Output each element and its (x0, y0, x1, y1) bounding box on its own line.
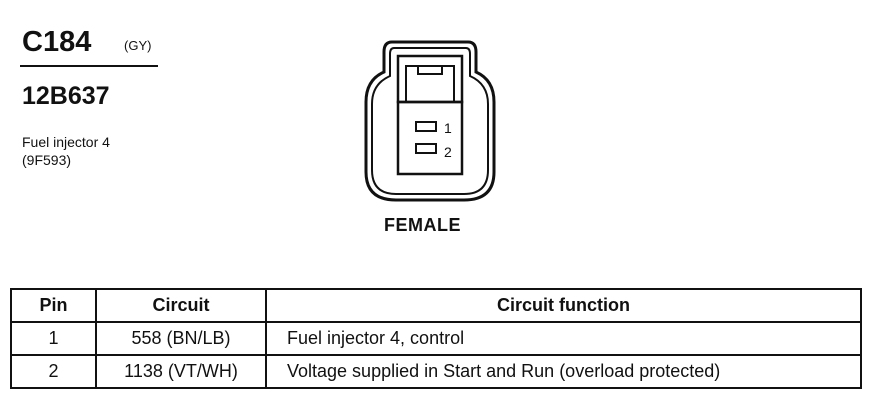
table-row: 1 558 (BN/LB) Fuel injector 4, control (10, 321, 862, 356)
table-header-row: Pin Circuit Circuit function (10, 288, 862, 323)
cavity-label-1: 1 (444, 120, 452, 136)
column-header-pin: Pin (10, 288, 97, 323)
connector-housing-inner (371, 47, 489, 195)
cavity-2 (415, 143, 437, 154)
pinout-table: Pin Circuit Circuit function 1 558 (BN/L… (10, 288, 862, 389)
locking-tab-frame (396, 54, 464, 104)
connector-housing-outer (364, 40, 496, 202)
connector-face-diagram: 1 2 (364, 40, 496, 202)
description-line-2: (9F593) (22, 152, 72, 168)
column-header-circuit: Circuit (95, 288, 267, 323)
circuit-cell: 1138 (VT/WH) (95, 354, 267, 389)
connector-color-code: (GY) (124, 38, 152, 53)
cavity-label-2: 2 (444, 144, 452, 160)
connector-description: Fuel injector 4 (9F593) (22, 133, 110, 169)
pin-cell: 2 (10, 354, 97, 389)
table-row: 2 1138 (VT/WH) Voltage supplied in Start… (10, 354, 862, 389)
circuit-cell: 558 (BN/LB) (95, 321, 267, 356)
function-cell: Voltage supplied in Start and Run (overl… (265, 354, 862, 389)
description-line-1: Fuel injector 4 (22, 134, 110, 150)
locking-tab-notch (417, 66, 443, 75)
cavity-1 (415, 121, 437, 132)
header-divider (20, 65, 158, 67)
pin-cell: 1 (10, 321, 97, 356)
connector-id: C184 (22, 26, 92, 58)
part-number: 12B637 (22, 82, 110, 110)
terminal-body (396, 100, 464, 176)
connector-gender-label: FEMALE (384, 215, 461, 235)
column-header-function: Circuit function (265, 288, 862, 323)
locking-tab (405, 65, 455, 103)
function-cell: Fuel injector 4, control (265, 321, 862, 356)
